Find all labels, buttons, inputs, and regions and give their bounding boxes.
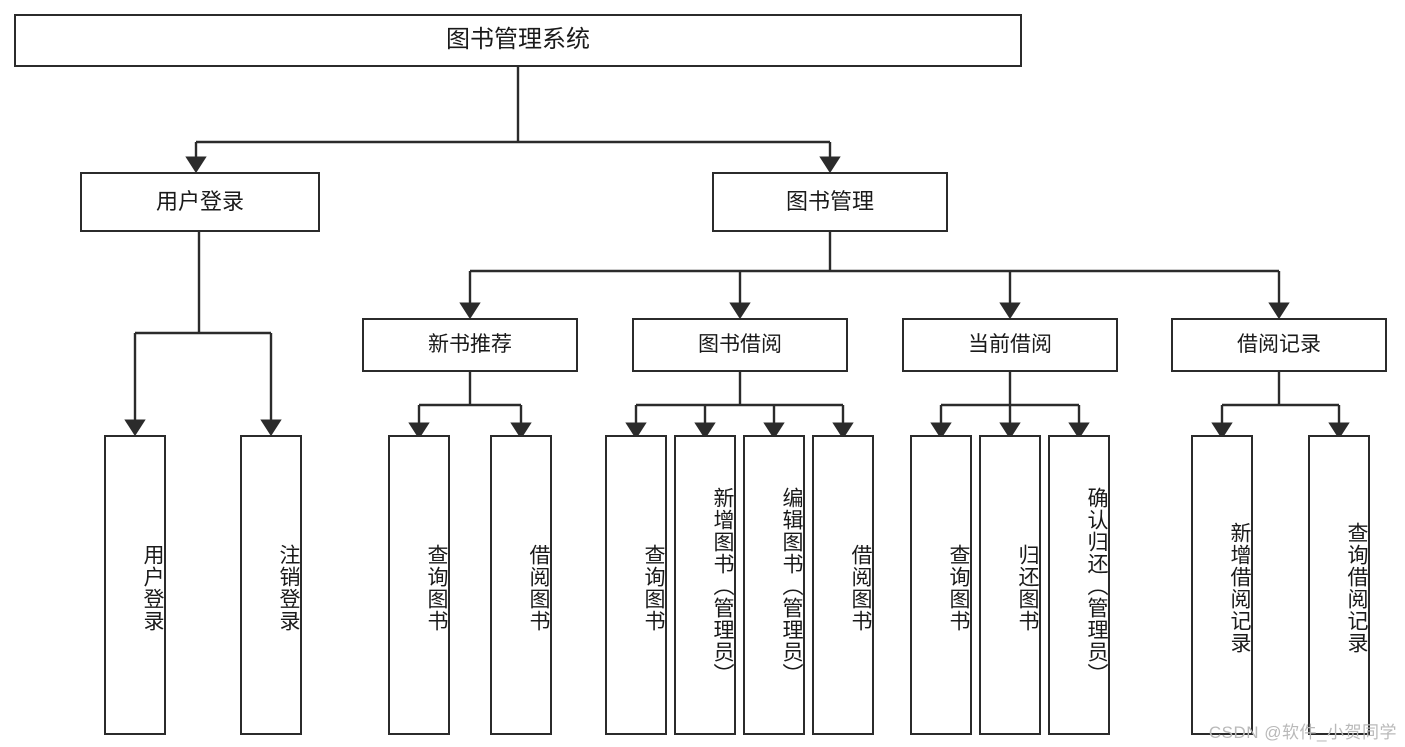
node-label: 查询借阅记录	[1345, 522, 1368, 654]
leaf-user-login-login[interactable]: 用户登录	[104, 435, 166, 735]
node-label: 查询图书	[425, 544, 448, 632]
node-label: 图书管理系统	[446, 26, 590, 54]
node-current-borrow[interactable]: 当前借阅	[902, 318, 1118, 372]
node-label: 新增借阅记录	[1228, 522, 1251, 654]
leaf-borrow-edit-book-admin[interactable]: 编辑图书（管理员）	[743, 435, 805, 735]
node-label: 用户登录	[141, 544, 164, 632]
node-label: 借阅记录	[1237, 333, 1321, 357]
node-user-login[interactable]: 用户登录	[80, 172, 320, 232]
leaf-recommend-borrow-book[interactable]: 借阅图书	[490, 435, 552, 735]
leaf-current-query-book[interactable]: 查询图书	[910, 435, 972, 735]
node-label: 用户登录	[155, 188, 244, 214]
node-label: 确认归还（管理员）	[1085, 487, 1108, 685]
node-label: 借阅图书	[527, 544, 550, 632]
node-label: 注销登录	[277, 544, 300, 632]
leaf-current-confirm-return-admin[interactable]: 确认归还（管理员）	[1048, 435, 1110, 735]
leaf-borrow-add-book-admin[interactable]: 新增图书（管理员）	[674, 435, 736, 735]
node-book-borrow[interactable]: 图书借阅	[632, 318, 848, 372]
watermark-csdn: CSDN @软件_小贺同学	[1208, 723, 1397, 742]
node-root-system[interactable]: 图书管理系统	[14, 14, 1022, 67]
node-label: 查询图书	[642, 544, 665, 632]
leaf-recommend-query-book[interactable]: 查询图书	[388, 435, 450, 735]
leaf-records-query-record[interactable]: 查询借阅记录	[1308, 435, 1370, 735]
leaf-records-add-record[interactable]: 新增借阅记录	[1191, 435, 1253, 735]
leaf-user-login-logout[interactable]: 注销登录	[240, 435, 302, 735]
node-label: 借阅图书	[849, 544, 872, 632]
node-label: 查询图书	[947, 544, 970, 632]
node-label: 当前借阅	[968, 333, 1052, 357]
leaf-borrow-borrow-book[interactable]: 借阅图书	[812, 435, 874, 735]
node-borrow-records[interactable]: 借阅记录	[1171, 318, 1387, 372]
node-label: 归还图书	[1016, 544, 1039, 632]
node-label: 新书推荐	[428, 333, 512, 357]
node-book-management[interactable]: 图书管理	[712, 172, 948, 232]
node-label: 新增图书（管理员）	[711, 487, 734, 685]
node-new-book-recommend[interactable]: 新书推荐	[362, 318, 578, 372]
leaf-borrow-query-book[interactable]: 查询图书	[605, 435, 667, 735]
leaf-current-return-book[interactable]: 归还图书	[979, 435, 1041, 735]
node-label: 图书管理	[785, 188, 874, 214]
node-label: 图书借阅	[698, 333, 782, 357]
node-label: 编辑图书（管理员）	[780, 487, 803, 685]
